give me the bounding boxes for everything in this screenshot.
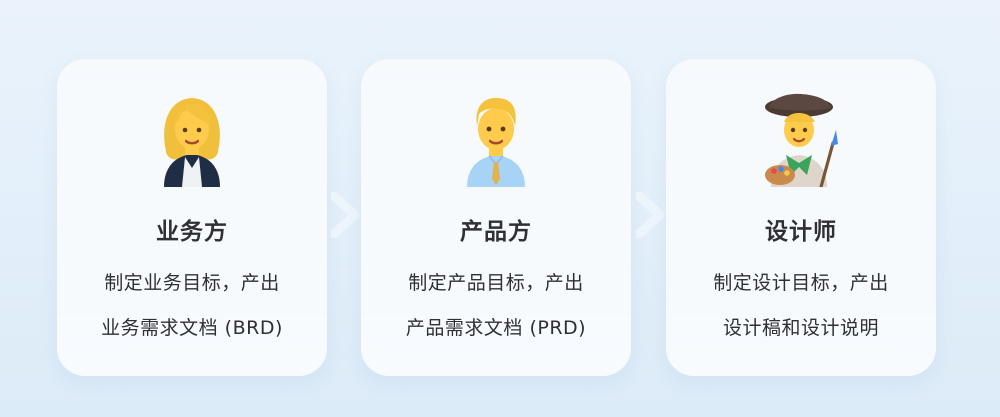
- woman-office-worker-icon: [164, 98, 220, 187]
- role-description-line-1: 制定设计目标，产出: [713, 272, 889, 294]
- chevron-right-icon: [634, 191, 666, 239]
- card-product: 产品方 制定产品目标，产出 产品需求文档 (PRD): [361, 59, 631, 376]
- role-description-line-2: 设计稿和设计说明: [722, 317, 879, 339]
- man-office-worker-icon: [467, 97, 525, 187]
- role-description-line-1: 制定产品目标，产出: [408, 272, 584, 294]
- artist-icon: [765, 93, 838, 187]
- chevron-right-icon: [329, 191, 361, 239]
- role-title: 设计师: [765, 219, 837, 245]
- role-description-line-2: 业务需求文档 (BRD): [101, 317, 283, 339]
- card-designer: 设计师 制定设计目标，产出 设计稿和设计说明: [666, 59, 936, 376]
- role-title: 业务方: [156, 219, 228, 245]
- card-business: 业务方 制定业务目标，产出 业务需求文档 (BRD): [57, 59, 327, 376]
- role-description-line-1: 制定业务目标，产出: [104, 272, 280, 294]
- role-description-line-2: 产品需求文档 (PRD): [405, 317, 587, 339]
- role-title: 产品方: [460, 219, 532, 245]
